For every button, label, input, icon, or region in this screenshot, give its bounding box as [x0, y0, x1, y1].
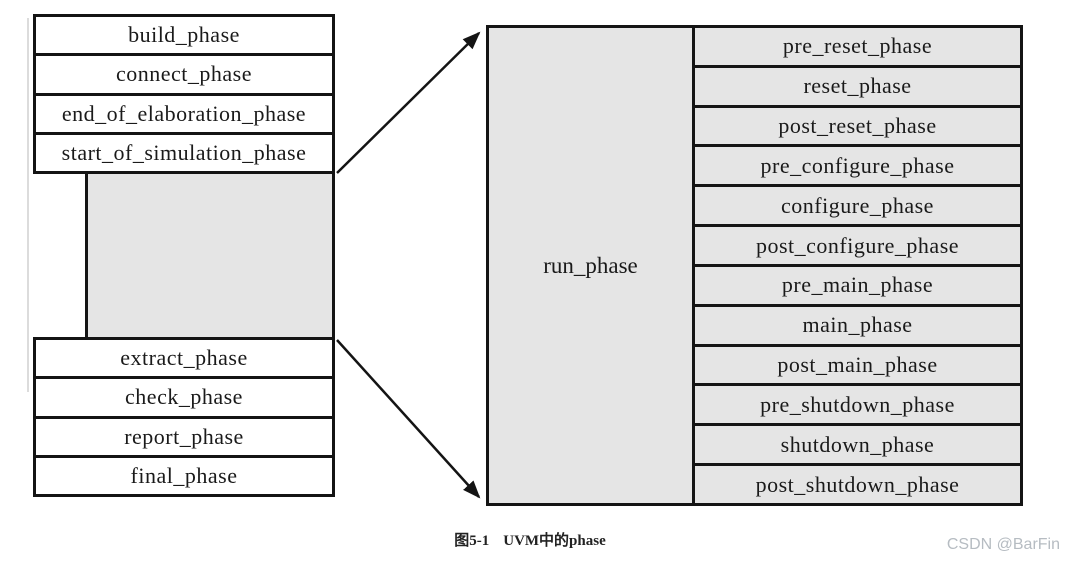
arrow-top-icon — [336, 31, 481, 174]
phase-cell-end-of-elaboration: end_of_elaboration_phase — [36, 96, 332, 135]
run-phase-gap-region — [85, 174, 335, 337]
figure-caption-title: UVM中的phase — [503, 533, 606, 549]
common-phases-bottom-box: extract_phase check_phase report_phase f… — [33, 337, 335, 497]
phase-cell-post-configure: post_configure_phase — [695, 227, 1020, 267]
phase-cell-final: final_phase — [130, 462, 238, 488]
figure-caption-number: 图5-1 — [454, 533, 490, 549]
run-phase-label: run_phase — [489, 28, 695, 503]
phase-cell-post-shutdown: post_shutdown_phase — [695, 466, 1020, 503]
phase-cell-report: report_phase — [36, 419, 332, 458]
phase-cell-configure: configure_phase — [695, 187, 1020, 228]
phase-cell-reset: reset_phase — [695, 67, 1020, 108]
phase-cell-post-reset: post_reset_phase — [695, 107, 1020, 148]
phase-cell-pre-configure: pre_configure_phase — [695, 147, 1020, 188]
phase-cell-connect: connect_phase — [36, 56, 332, 96]
page-edge-line — [27, 18, 29, 392]
arrow-bottom-icon — [336, 339, 481, 499]
phase-cell-extract: extract_phase — [36, 340, 332, 380]
phase-cell-start-of-simulation: start_of_simulation_phase — [61, 139, 307, 165]
phase-cell-build: build_phase — [36, 17, 332, 57]
run-sub-phases-column: pre_reset_phase reset_phase post_reset_p… — [695, 28, 1020, 503]
run-phase-detail-box: run_phase pre_reset_phase reset_phase po… — [486, 25, 1023, 506]
figure-caption: 图5-1 UVM中的phase — [395, 529, 665, 550]
phase-cell-pre-main: pre_main_phase — [695, 266, 1020, 307]
phase-cell-post-main: post_main_phase — [695, 346, 1020, 387]
phase-cell-check: check_phase — [36, 379, 332, 419]
phase-cell-main: main_phase — [695, 306, 1020, 347]
csdn-watermark: CSDN @BarFin — [946, 536, 1060, 553]
phase-cell-pre-reset: pre_reset_phase — [695, 28, 1020, 68]
common-phases-top-box: build_phase connect_phase end_of_elabora… — [33, 14, 335, 174]
phase-cell-shutdown: shutdown_phase — [695, 426, 1020, 467]
phase-cell-pre-shutdown: pre_shutdown_phase — [695, 386, 1020, 427]
